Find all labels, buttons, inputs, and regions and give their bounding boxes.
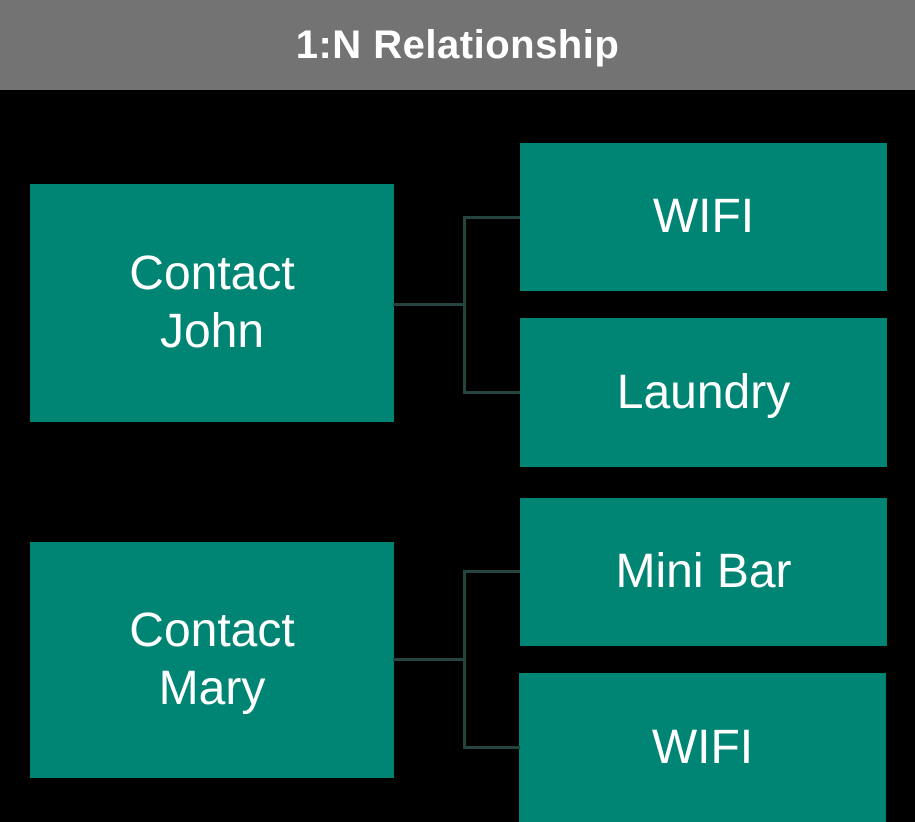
node-contact-mary[interactable]: Contact Mary	[30, 542, 394, 778]
diagram-title-bar: 1:N Relationship	[0, 0, 915, 90]
node-contact-john-label-line2: John	[159, 305, 265, 358]
node-contact-mary-label-line2: Mary	[158, 662, 266, 715]
connector-mary-branch-minibar	[463, 570, 520, 573]
node-contact-john-label-line1: Contact	[129, 247, 295, 301]
connector-mary-branch-wifi	[463, 746, 520, 749]
node-wifi-john-label: WIFI	[652, 190, 755, 244]
connector-john-branch-laundry	[463, 391, 520, 394]
node-mini-bar-label: Mini Bar	[615, 545, 792, 599]
connector-mary-stem	[393, 658, 465, 661]
node-mini-bar[interactable]: Mini Bar	[520, 498, 887, 646]
node-wifi-john[interactable]: WIFI	[520, 143, 887, 291]
connector-john-branch-wifi	[463, 216, 520, 219]
diagram-title: 1:N Relationship	[295, 22, 620, 67]
connector-john-stem	[393, 303, 465, 306]
node-wifi-mary-label: WIFI	[651, 720, 754, 774]
node-laundry-label: Laundry	[616, 365, 791, 419]
node-wifi-mary[interactable]: WIFI	[519, 673, 886, 822]
node-contact-john-label: Contact John	[129, 245, 294, 360]
node-contact-mary-label: Contact Mary	[129, 602, 294, 717]
connector-john-vertical	[463, 216, 466, 394]
connector-mary-vertical	[463, 570, 466, 748]
node-contact-mary-label-line1: Contact	[129, 604, 295, 658]
node-laundry[interactable]: Laundry	[520, 318, 887, 467]
node-contact-john[interactable]: Contact John	[30, 184, 394, 422]
